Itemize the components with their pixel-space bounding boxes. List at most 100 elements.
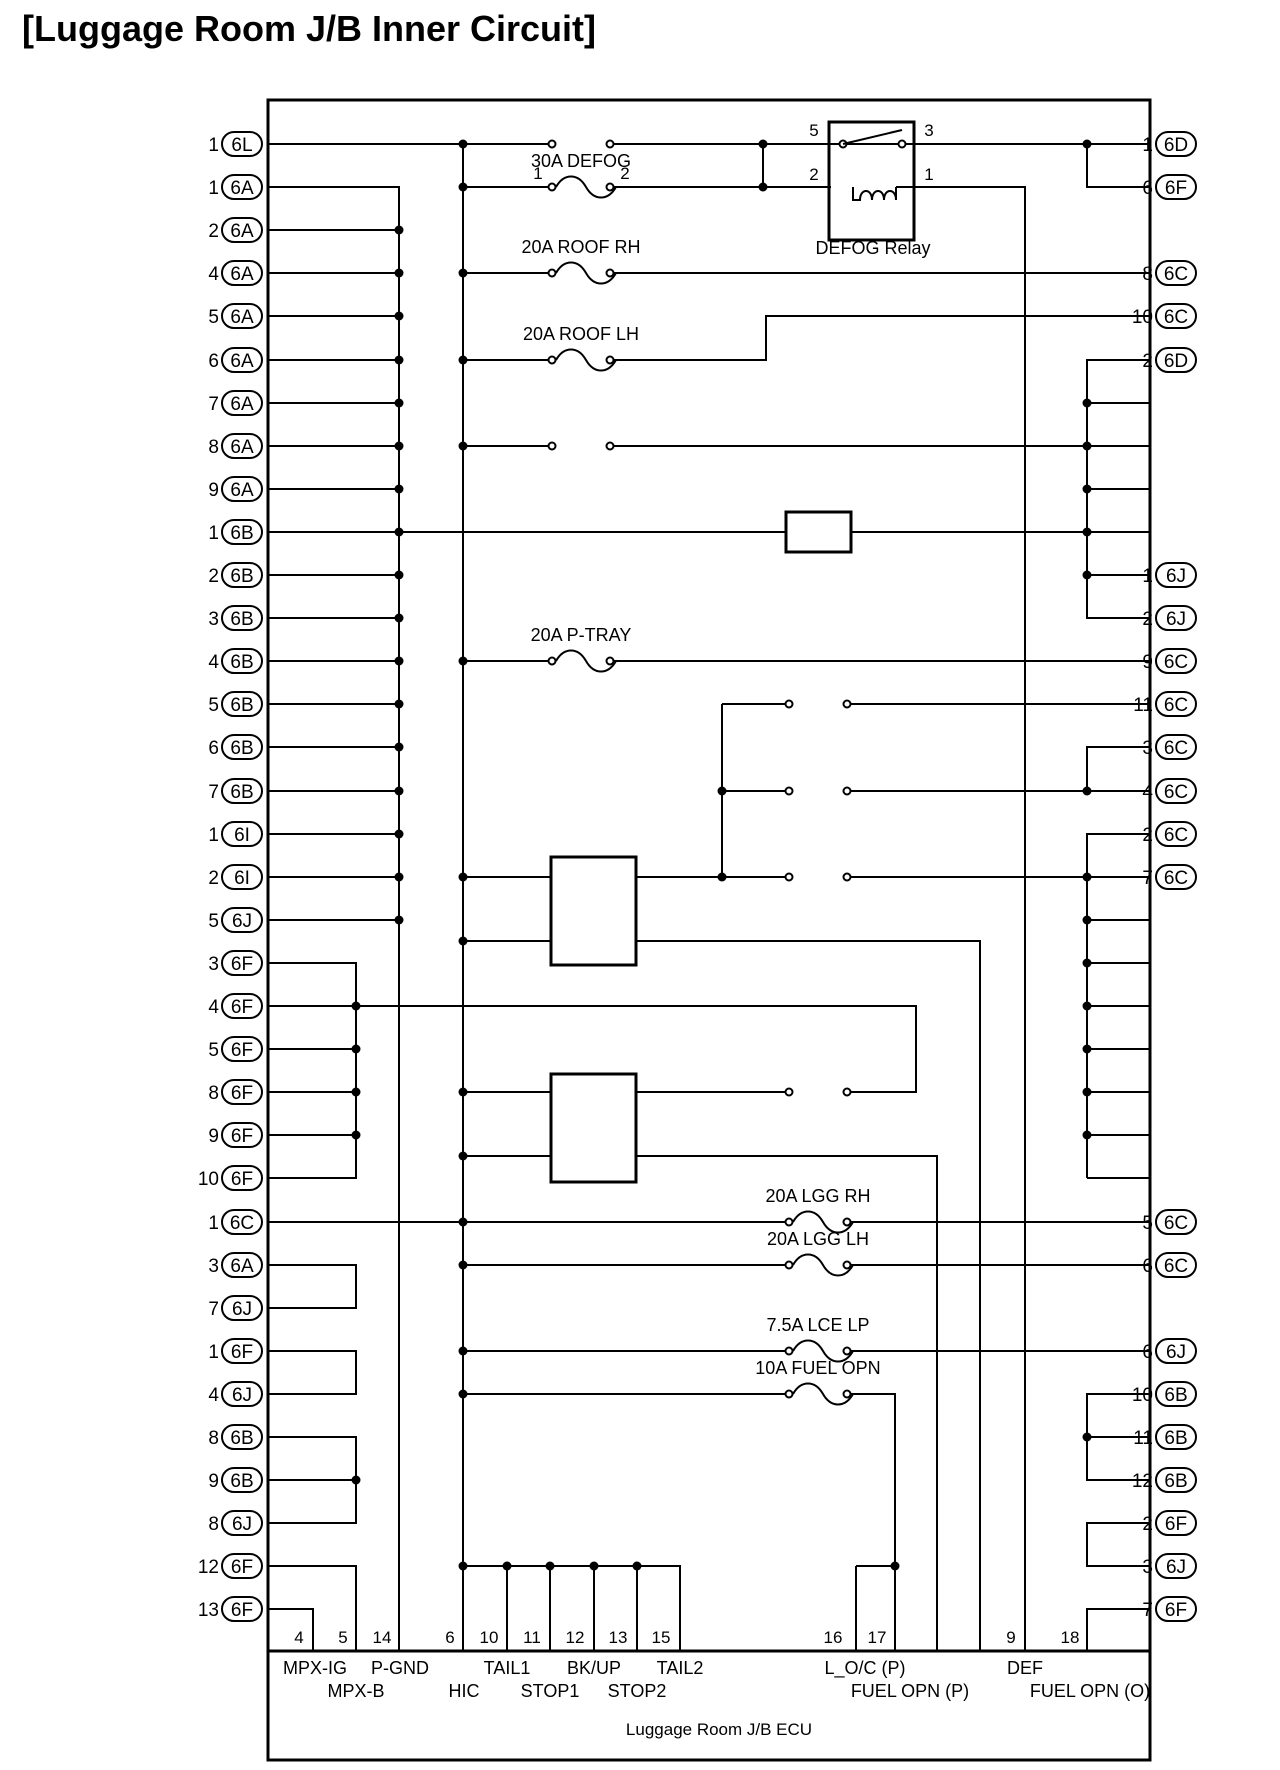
connector-oval	[221, 691, 263, 717]
pin-number: 10	[1132, 1385, 1153, 1406]
jb-outline	[266, 98, 1152, 1762]
ecu-signal-label: MPX-B	[327, 1681, 384, 1701]
connector-pin-right: 6J1	[1142, 562, 1197, 588]
connector-pin-left: 6A8	[208, 433, 263, 459]
pin-number: 6	[1142, 178, 1153, 199]
ecu-signal-label: STOP2	[608, 1681, 667, 1701]
connector-id: 6B	[1164, 1385, 1187, 1406]
connector-id: 6J	[232, 1385, 252, 1406]
connector-pin-left: 6B7	[208, 778, 263, 804]
junction-dot	[351, 1087, 361, 1097]
ic-module-1	[549, 855, 638, 967]
connector-pin-left: 6F9	[208, 1122, 263, 1148]
wire	[896, 186, 1026, 1651]
open-terminal	[842, 1389, 852, 1399]
wire	[1086, 746, 1150, 792]
connector-pin-right: 6J2	[1142, 605, 1197, 631]
pin-number: 1	[208, 825, 219, 846]
connector-id: 6F	[231, 1083, 253, 1104]
connector-id: 6B	[230, 1428, 253, 1449]
connector-pin-right: 6C9	[1142, 648, 1197, 674]
pin-number: 7	[208, 394, 219, 415]
connector-pin-left: 6I1	[208, 821, 263, 847]
connector-id: 6F	[1165, 178, 1187, 199]
connector-oval	[221, 907, 263, 933]
relay-terminal: 2	[809, 165, 818, 184]
connector-pin-right: 6D2	[1142, 347, 1197, 373]
connector-id: 6F	[1165, 1514, 1187, 1535]
connector-oval	[1155, 131, 1197, 157]
ecu-signal-label: DEF	[1007, 1658, 1043, 1678]
connector-oval	[221, 605, 263, 631]
connector-oval	[221, 864, 263, 890]
ecu-pin-number: 18	[1061, 1628, 1080, 1647]
open-terminal	[547, 139, 557, 149]
pin-number: 6	[208, 351, 219, 372]
connector-id: 6B	[230, 566, 253, 587]
ecu-label: Luggage Room J/B ECU	[626, 1720, 812, 1739]
connector-id: 6C	[1164, 307, 1188, 328]
junction-dot	[458, 355, 468, 365]
open-terminal	[605, 441, 615, 451]
open-terminal	[547, 441, 557, 451]
wire	[268, 962, 357, 1179]
ecu-signal-label: L_O/C (P)	[824, 1658, 905, 1679]
connector-pin-left: 6B9	[208, 1467, 263, 1493]
connector-id: 6B	[230, 738, 253, 759]
connector-oval	[221, 1553, 263, 1579]
ecu-pin-number: 9	[1006, 1628, 1015, 1647]
connector-id: 6C	[1164, 1213, 1188, 1234]
connector-pin-right: 6J3	[1142, 1553, 1197, 1579]
connector-id: 6A	[230, 307, 254, 328]
fuse-label: 20A ROOF LH	[523, 324, 639, 344]
open-terminal	[842, 1217, 852, 1227]
junction-dot	[458, 872, 468, 882]
wire	[268, 1264, 357, 1309]
connector-pin-left: 6A5	[208, 303, 263, 329]
fuse-label: 7.5A LCE LP	[766, 1315, 869, 1335]
connector-pin-left: 6J8	[208, 1510, 263, 1536]
pin-number: 8	[208, 1514, 219, 1535]
pin-number: 1	[208, 1213, 219, 1234]
pin-number: 10	[198, 1169, 219, 1190]
connector-id: 6C	[1164, 264, 1188, 285]
open-terminal	[842, 699, 852, 709]
connector-id: 6J	[232, 1299, 252, 1320]
junction-dot	[1082, 484, 1092, 494]
connector-oval	[1155, 174, 1197, 200]
junction-dot	[394, 613, 404, 623]
ecu-pin-number: 13	[609, 1628, 628, 1647]
relay-terminal: 3	[924, 121, 933, 140]
connector-id: 6D	[1164, 351, 1188, 372]
connector-id: 6J	[1166, 566, 1186, 587]
junction-dot	[458, 1151, 468, 1161]
pin-number: 5	[208, 911, 219, 932]
pin-number: 11	[1133, 695, 1153, 716]
connector-oval	[1155, 347, 1197, 373]
connector-oval	[221, 1424, 263, 1450]
pin-number: 3	[208, 1256, 219, 1277]
connector-id: 6C	[1164, 695, 1188, 716]
connector-oval	[1155, 1510, 1197, 1536]
pin-number: 8	[208, 1428, 219, 1449]
wire	[268, 186, 400, 1651]
connector-pin-left: 6B1	[208, 519, 263, 545]
junction-dot	[394, 829, 404, 839]
ecu-pin-number: 10	[480, 1628, 499, 1647]
pin-number: 3	[1142, 1557, 1153, 1578]
connector-id: 6B	[230, 523, 253, 544]
connector-id: 6C	[1164, 1256, 1188, 1277]
pin-number: 4	[1142, 782, 1153, 803]
ecu-pin-number: 15	[652, 1628, 671, 1647]
connector-pin-left: 6F8	[208, 1079, 263, 1105]
pin-number: 2	[208, 221, 219, 242]
ecu-pin-number: 6	[445, 1628, 454, 1647]
pin-number: 5	[1142, 1213, 1153, 1234]
wire	[268, 1608, 314, 1651]
connector-pin-right: 6F2	[1142, 1510, 1197, 1536]
junction-dot	[351, 1044, 361, 1054]
ecu-signal-label: TAIL1	[484, 1658, 531, 1678]
fuse-label: 30A DEFOG	[531, 151, 631, 171]
connector-oval	[221, 1295, 263, 1321]
